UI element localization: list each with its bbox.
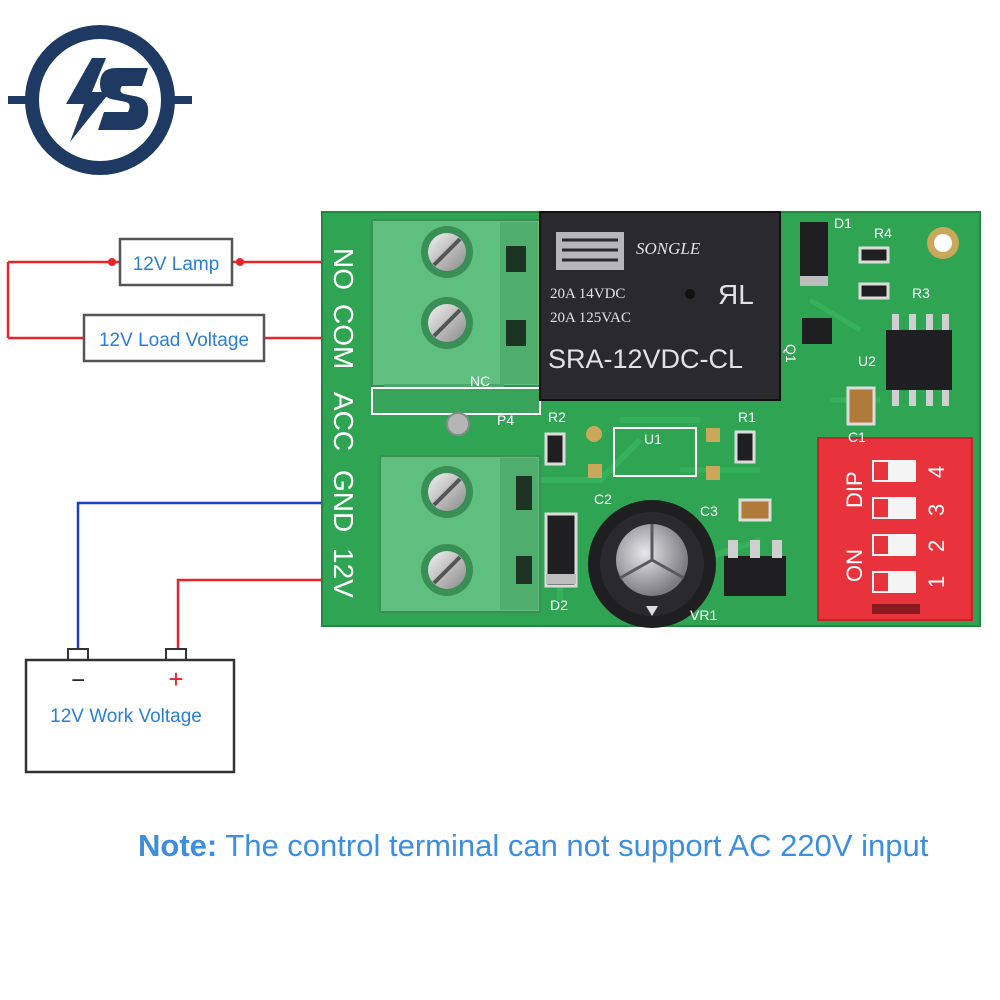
silk-vr1: VR1 xyxy=(690,607,717,623)
silk-d1: D1 xyxy=(834,215,852,231)
silk-r3: R3 xyxy=(912,285,930,301)
terminal-label-acc: ACC xyxy=(328,392,359,451)
dip-title: DIP xyxy=(842,471,867,508)
dip-on: ON xyxy=(842,549,867,582)
relay-rating-1: 20A 14VDC xyxy=(550,286,625,302)
terminal-label-com: COM xyxy=(328,304,359,369)
silk-nc: NC xyxy=(470,373,490,389)
dip-num-2: 2 xyxy=(924,540,949,552)
silk-r1: R1 xyxy=(738,409,756,425)
note-body: The control terminal can not support AC … xyxy=(217,828,929,863)
silk-d2: D2 xyxy=(550,597,568,613)
load-voltage-label-box: 12V Load Voltage xyxy=(82,313,266,363)
relay-module-pcb: NO COM ACC GND 12V NC xyxy=(321,211,981,628)
terminal-label-12v: 12V xyxy=(328,548,359,598)
silk-r4: R4 xyxy=(874,225,892,241)
silk-c3: C3 xyxy=(700,503,718,519)
work-voltage-label: 12V Work Voltage xyxy=(50,706,202,727)
battery-minus: − xyxy=(71,667,85,694)
silk-r2: R2 xyxy=(548,409,566,425)
dip-switch: DIP ON 4 3 2 1 xyxy=(817,437,973,621)
output-terminal-block xyxy=(371,219,541,394)
lamp-label: 12V Lamp xyxy=(133,254,220,275)
silk-q1: Q1 xyxy=(783,344,799,363)
battery-plus: + xyxy=(168,664,183,694)
silk-u2: U2 xyxy=(858,353,876,369)
note-text: Note: The control terminal can not suppo… xyxy=(138,828,928,864)
dip-num-3: 3 xyxy=(924,504,949,516)
terminal-label-no: NO xyxy=(328,248,359,290)
silk-c2: C2 xyxy=(594,491,612,507)
power-wires xyxy=(76,501,332,652)
dip-num-1: 1 xyxy=(924,576,949,588)
relay-brand: SONGLE xyxy=(636,239,701,258)
brand-logo: IS xyxy=(8,25,192,175)
load-voltage-label: 12V Load Voltage xyxy=(99,330,249,351)
silk-u1: U1 xyxy=(644,431,662,447)
silk-p4: P4 xyxy=(497,412,514,428)
smd-components xyxy=(544,222,952,596)
dip-num-4: 4 xyxy=(924,466,949,478)
silk-c1: C1 xyxy=(848,429,866,445)
relay: SONGLE 20A 14VDC 20A 125VAC ЯL SRA-12VDC… xyxy=(539,211,781,401)
relay-rating-2: 20A 125VAC xyxy=(550,310,631,326)
terminal-label-gnd: GND xyxy=(328,470,359,532)
note-prefix: Note: xyxy=(138,828,218,863)
relay-model: SRA-12VDC-CL xyxy=(548,344,743,374)
battery: − + 12V Work Voltage xyxy=(24,648,236,774)
relay-ul-mark: ЯL xyxy=(718,279,754,310)
electrolytic-capacitor xyxy=(588,500,716,628)
lamp-circuit-wires xyxy=(6,258,330,340)
lamp-label-box: 12V Lamp xyxy=(118,237,234,287)
input-terminal-block xyxy=(371,387,541,613)
